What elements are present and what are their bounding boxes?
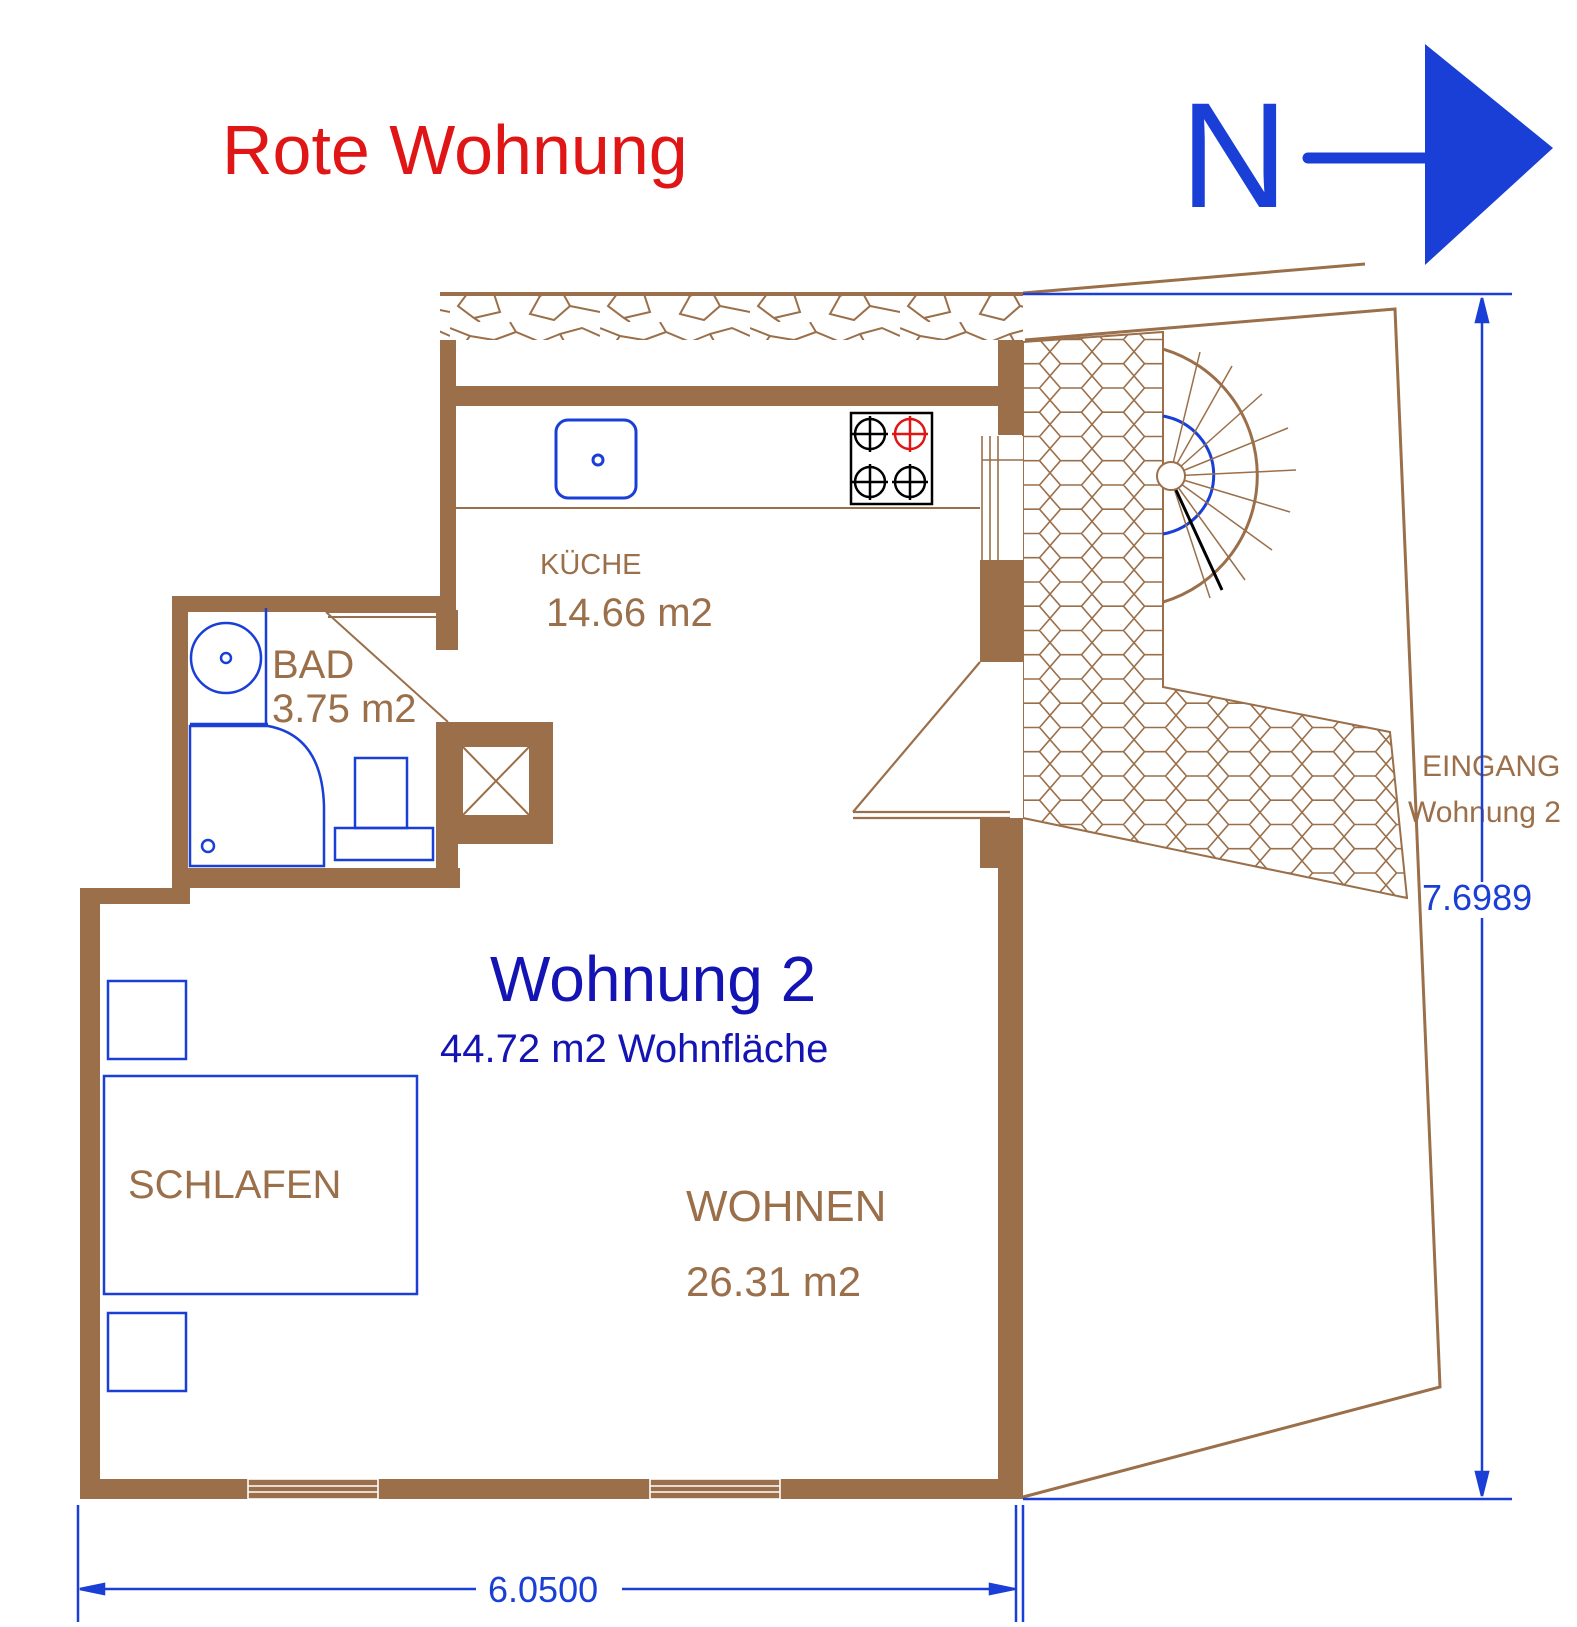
terrace-stone-strip bbox=[440, 292, 1023, 340]
living-label: WOHNEN bbox=[686, 1182, 886, 1231]
plan-title: Rote Wohnung bbox=[222, 111, 688, 189]
bedroom-furniture bbox=[102, 979, 419, 1393]
washbasin-icon bbox=[189, 621, 263, 695]
living-area: 26.31 m2 bbox=[686, 1258, 861, 1305]
windows bbox=[247, 1478, 781, 1500]
bathroom-door-swing bbox=[325, 611, 449, 723]
nightstand-top bbox=[106, 979, 188, 1061]
entrance-sublabel: Wohnung 2 bbox=[1408, 796, 1561, 829]
kitchen-label: KÜCHE bbox=[540, 549, 642, 581]
height-dimension-label: 7.6989 bbox=[1422, 877, 1532, 918]
door-openings bbox=[980, 436, 1023, 818]
bedroom-label: SCHLAFEN bbox=[128, 1163, 341, 1207]
courtyard-outline bbox=[1022, 262, 1442, 1499]
north-label: N bbox=[1180, 71, 1288, 239]
entrance-door-swing bbox=[852, 661, 1010, 820]
nightstand-bottom bbox=[106, 1311, 188, 1393]
bath-area: 3.75 m2 bbox=[272, 687, 417, 731]
toilet-icon bbox=[333, 756, 435, 862]
bathroom-fixtures bbox=[188, 608, 435, 868]
width-dimension bbox=[76, 1505, 1025, 1622]
height-dimension bbox=[1023, 292, 1512, 1501]
entrance-label: EINGANG bbox=[1422, 750, 1560, 783]
shower-icon bbox=[188, 724, 326, 868]
entrance-tiled-area bbox=[1022, 330, 1409, 900]
kitchen-area: 14.66 m2 bbox=[546, 591, 713, 635]
bath-label: BAD bbox=[272, 643, 354, 687]
spiral-staircase-icon bbox=[1156, 347, 1297, 604]
stove-icon bbox=[849, 411, 934, 506]
chimney-shaft-icon bbox=[461, 745, 531, 817]
apartment-name: Wohnung 2 bbox=[490, 943, 816, 1015]
walls bbox=[80, 340, 1023, 1499]
kitchen-east-window bbox=[981, 436, 1023, 560]
north-arrow-icon: N bbox=[1180, 44, 1553, 265]
apartment-area: 44.72 m2 Wohnfläche bbox=[440, 1027, 828, 1071]
width-dimension-label: 6.0500 bbox=[488, 1569, 598, 1610]
bed-icon bbox=[102, 1074, 419, 1296]
kitchen-sink-icon bbox=[554, 418, 638, 500]
